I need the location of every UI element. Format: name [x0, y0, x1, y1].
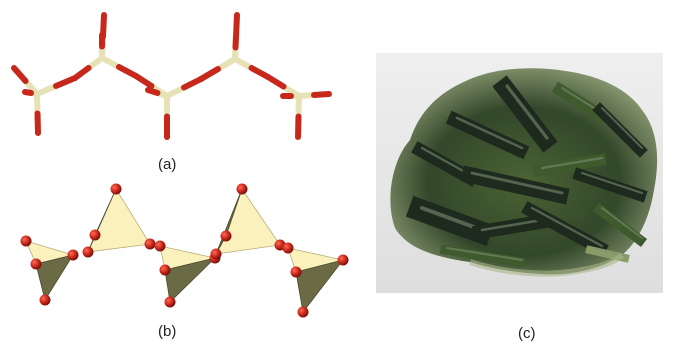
bridge-bond-1R-o-half [116, 64, 139, 79]
panel-label-a: (a) [158, 156, 177, 173]
bridge-bond-3L-si-half [215, 56, 238, 72]
oxygen-atom-3-0 [236, 183, 248, 195]
oxygen-atom-0-1 [67, 249, 79, 261]
oxygen-atom-1-1 [82, 246, 94, 258]
crystal-prism-4 [411, 141, 479, 187]
bridge-bond-2R-si-half [164, 84, 187, 99]
terminal-bond-0-0-o-half [11, 65, 29, 84]
crystal-highlight-12 [446, 247, 523, 261]
tetra-2-dark-face [164, 257, 217, 303]
crystal-highlight-10 [530, 206, 604, 248]
crystal-highlight-11 [601, 207, 643, 239]
bridge-bond-1R-si-half [99, 55, 122, 70]
oxygen-atom-2-0 [154, 240, 166, 252]
bridge-bond-3R-si-half [232, 56, 255, 71]
bridge-bond-2L-o-half [133, 73, 155, 89]
oxygen-atom-4-2 [290, 266, 302, 278]
crystal-prism-6 [405, 195, 495, 247]
panel-label-b: (b) [158, 323, 177, 340]
tetra-3-light-face [215, 188, 281, 255]
bridge-bond-3L-o-half [198, 66, 221, 82]
bridge-bond-4L-o-half [265, 74, 287, 90]
crystal-prism-9 [572, 167, 648, 203]
bridge-bond-0R-o-half [53, 75, 78, 89]
oxygen-atom-4-0 [282, 242, 294, 254]
crystal-prism-0 [492, 75, 558, 153]
bridge-bond-2R-o-half [181, 76, 204, 91]
crystal-prism-1 [445, 110, 530, 160]
panel-b-polyhedral-chain [20, 183, 349, 318]
crystal-prism-3 [592, 102, 648, 158]
tetra-1-light-face [87, 188, 151, 253]
oxygen-atom-3-3 [220, 230, 232, 242]
oxygen-atom-1-0 [110, 183, 122, 195]
tetra-4-dark-face [295, 259, 345, 313]
bridge-bond-3R-o-half [248, 65, 271, 80]
crystal-highlight-1 [455, 116, 524, 150]
crystal-prism-12 [439, 244, 526, 268]
crystal-prism-8 [533, 153, 607, 177]
crystal-prism-10 [521, 201, 609, 257]
terminal-bond-3-1-o-half [232, 33, 239, 51]
panel-c-mineral-photo [376, 53, 663, 293]
oxygen-atom-2-2 [159, 264, 171, 276]
panel-a-ball-and-stick-chain [11, 12, 332, 140]
terminal-bond-0-2-si-half [34, 91, 41, 117]
oxygen-atom-0-2 [30, 258, 42, 270]
terminal-bond-0-1-o-half [22, 89, 34, 96]
crystal-prism-7 [471, 213, 549, 241]
crystal-highlight-8 [540, 156, 604, 170]
crystal-highlight-0 [505, 84, 549, 140]
crystal-prism-11 [593, 203, 647, 247]
oxygen-atom-0-0 [20, 235, 32, 247]
bridge-bond-0R-si-half [34, 83, 59, 97]
mineral-specimen [390, 68, 658, 277]
terminal-bond-4-1-si-half [295, 93, 302, 120]
crystal-prism-5 [460, 165, 570, 205]
bridge-bond-1L-o-half [72, 65, 92, 81]
terminal-bond-4-1-o-half [295, 113, 302, 140]
oxygen-atom-0-3 [39, 294, 51, 306]
oxygen-atom-4-3 [297, 306, 309, 318]
terminal-bond-4-2-o-half [311, 91, 332, 98]
matrix-lower-rim [469, 252, 625, 277]
tetra-0-dark-face [35, 254, 74, 302]
terminal-bond-2-0-o-half [145, 87, 161, 96]
oxygen-atom-1-2 [144, 238, 156, 250]
crystal-highlight-3 [601, 107, 643, 149]
crystal-highlight-7 [480, 218, 544, 232]
panel-label-c: (c) [518, 325, 536, 342]
oxygen-atom-2-3 [164, 296, 176, 308]
crystal-highlight-9 [580, 171, 644, 195]
terminal-bond-0-2-o-half [34, 110, 41, 136]
oxygen-atom-3-1 [210, 248, 222, 260]
crystal-highlight-5 [470, 171, 564, 195]
oxygen-atom-1-3 [89, 229, 101, 241]
oxygen-atom-4-1 [337, 254, 349, 266]
